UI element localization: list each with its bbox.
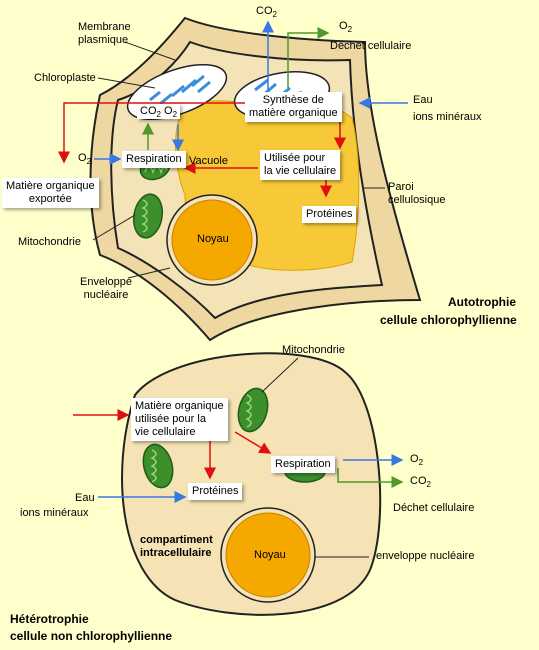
matiere-box: Matière organique utilisée pour la vie c… (131, 398, 228, 441)
nucleus-plant (166, 194, 258, 286)
heterotrophie-subtitle: cellule non chlorophyllienne (10, 629, 173, 643)
vacuole-label: Vacuole (189, 155, 228, 167)
noyau-label-plant: Noyau (197, 233, 229, 245)
enveloppe-label-animal: enveloppe nucléaire (376, 550, 475, 562)
paroi-label: Paroi cellulosique (388, 181, 446, 206)
proteines-box-animal: Protéines (188, 483, 243, 500)
arrows-animal (73, 409, 404, 503)
mitochondrie-label-plant: Mitochondrie (18, 236, 81, 248)
arrows-plant (58, 20, 408, 198)
gas-exchange-box: CO2 O2 (137, 104, 181, 119)
eau-label-animal: Eau (75, 492, 95, 504)
respiration-box-animal: Respiration (271, 456, 335, 473)
noyau-label-animal: Noyau (254, 549, 286, 561)
proteines-box-plant: Protéines (302, 206, 357, 223)
co2-top-label: CO2 (256, 5, 277, 20)
chloroplaste-label: Chloroplaste (34, 72, 96, 84)
leaders-plant (92, 41, 385, 279)
o2-label-animal: O2 (410, 453, 424, 468)
dechet-label-animal: Déchet cellulaire (393, 502, 475, 514)
enveloppe-label: Enveloppe nucléaire (80, 276, 132, 301)
nucleus-animal (220, 507, 316, 603)
ions-label-animal: ions minéraux (20, 507, 89, 519)
animal-cell (121, 352, 382, 616)
membrane-label: Membrane plasmique (78, 21, 131, 46)
autotrophie-subtitle: cellule chlorophyllienne (380, 313, 517, 327)
ions-label: ions minéraux (413, 111, 482, 123)
respiration-box-plant: Respiration (122, 151, 186, 168)
dechet-label: Déchet cellulaire (330, 40, 412, 52)
heterotrophie-title: Hétérotrophie (10, 612, 89, 626)
eau-label: Eau (413, 94, 433, 106)
autotrophie-title: Autotrophie (448, 295, 516, 309)
co2-label-animal: CO2 (410, 475, 431, 490)
compartiment-label: compartiment intracellulaire (140, 534, 213, 559)
matiere-exportee-box: Matière organique exportée (2, 178, 99, 208)
leaders-animal (261, 357, 369, 558)
o2-top-label: O2 (339, 20, 353, 35)
o2-left-label: O2 (78, 152, 92, 167)
plant-cell (89, 16, 422, 342)
utilisee-box: Utilisée pour la vie cellulaire (260, 150, 341, 180)
mitochondrie-label-animal: Mitochondrie (282, 344, 345, 356)
synthese-box: Synthèse de matière organique (245, 92, 342, 122)
